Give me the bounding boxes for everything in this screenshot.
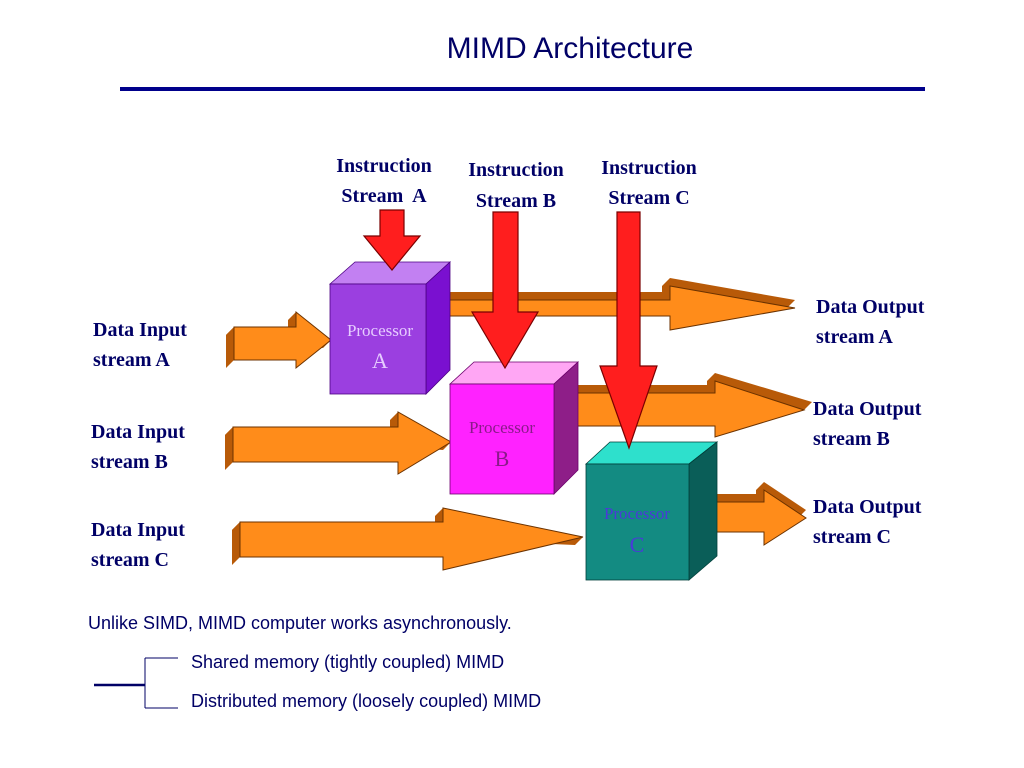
data-input-b-label: Data Input stream B (91, 421, 185, 473)
data-output-c-label: Data Output stream C (813, 496, 922, 548)
processor-b: Processor B (448, 361, 580, 495)
processor-a-letter: A (372, 348, 388, 373)
data-output-b-label: Data Output stream B (813, 398, 922, 450)
instruction-arrow-a (362, 209, 422, 271)
instruction-stream-c-line1: Instruction (601, 157, 697, 179)
data-output-c-line2: stream C (813, 526, 891, 548)
processor-c-label: Processor (604, 504, 670, 523)
data-input-a-line2: stream A (93, 349, 170, 371)
data-output-b-line1: Data Output (813, 398, 922, 420)
instruction-arrow-b (470, 211, 540, 370)
data-input-c-line1: Data Input (91, 519, 185, 541)
data-output-a-line1: Data Output (816, 296, 925, 318)
instruction-stream-a-label: Instruction Stream A (336, 155, 432, 207)
slide-title: MIMD Architecture (447, 32, 694, 65)
processor-c-letter: C (630, 532, 645, 557)
data-input-b-line2: stream B (91, 451, 168, 473)
data-input-a-label: Data Input stream A (93, 319, 187, 371)
instruction-arrow-c (599, 211, 658, 450)
processor-b-letter: B (495, 446, 510, 471)
processor-a: Processor A (328, 261, 452, 395)
data-output-arrow-c (705, 482, 807, 546)
note-shared-memory: Shared memory (tightly coupled) MIMD (191, 652, 504, 672)
note-asynchronous: Unlike SIMD, MIMD computer works asynchr… (88, 613, 512, 633)
data-output-a-line2: stream A (816, 326, 893, 348)
data-input-arrow-b (225, 411, 452, 475)
data-input-arrow-a (226, 310, 332, 370)
instruction-stream-b-line1: Instruction (468, 159, 564, 181)
instruction-stream-b-label: Instruction Stream B (468, 159, 564, 212)
data-input-a-line1: Data Input (93, 319, 187, 341)
memory-bracket (94, 657, 178, 709)
processor-c: Processor C (584, 441, 719, 581)
data-output-c-line1: Data Output (813, 496, 922, 518)
instruction-stream-a-line1: Instruction (336, 155, 432, 177)
data-input-b-line1: Data Input (91, 421, 185, 443)
data-output-a-label: Data Output stream A (816, 296, 925, 348)
processor-b-label: Processor (469, 418, 535, 437)
instruction-stream-b-line2: Stream B (476, 190, 556, 212)
note-distributed-memory: Distributed memory (loosely coupled) MIM… (191, 691, 541, 711)
data-output-b-line2: stream B (813, 428, 890, 450)
instruction-stream-c-label: Instruction Stream C (601, 157, 697, 209)
instruction-stream-a-line2: Stream A (341, 185, 427, 207)
data-input-c-label: Data Input stream C (91, 519, 185, 571)
data-input-c-line2: stream C (91, 549, 169, 571)
processor-a-label: Processor (347, 321, 413, 340)
data-input-arrow-c (232, 507, 584, 571)
instruction-stream-c-line2: Stream C (608, 187, 689, 209)
